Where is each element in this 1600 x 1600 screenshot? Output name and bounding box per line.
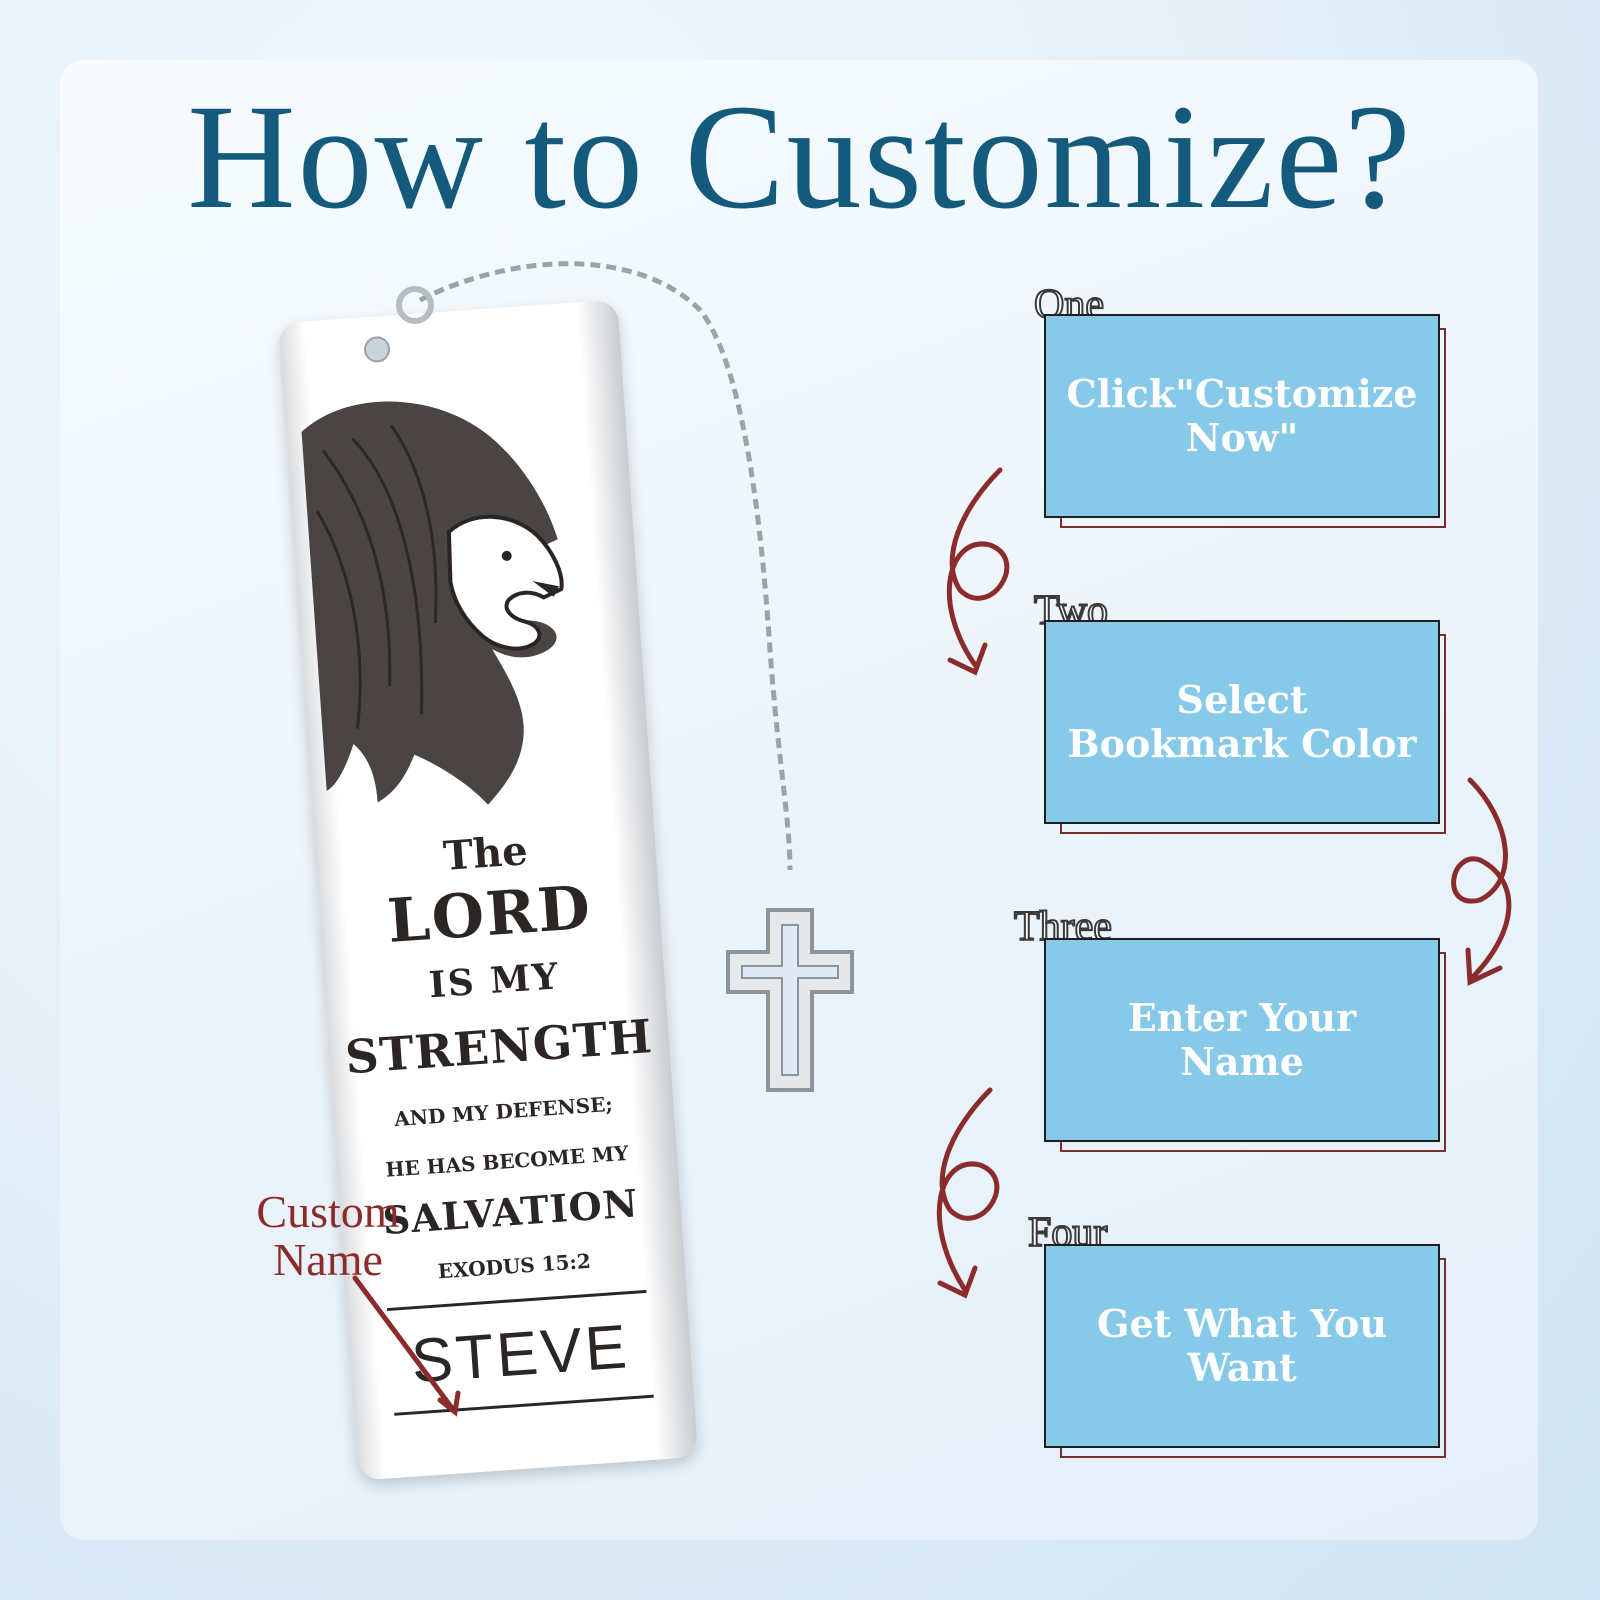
custom-name-label: Custom Name xyxy=(228,1186,428,1286)
step-four-card: Get What You Want xyxy=(1044,1244,1446,1458)
step-two-text: Select Bookmark Color xyxy=(1067,677,1417,766)
step-card-face: Select Bookmark Color xyxy=(1044,620,1440,824)
custom-name-label-line2: Name xyxy=(273,1234,383,1286)
custom-name-label-line1: Custom xyxy=(256,1186,400,1237)
step-two-card: Select Bookmark Color xyxy=(1044,620,1446,834)
step-three-text: Enter Your Name xyxy=(1127,995,1357,1084)
step-card-face: Enter Your Name xyxy=(1044,938,1440,1142)
step-card-face: Click"Customize Now" xyxy=(1044,314,1440,518)
step-card-face: Get What You Want xyxy=(1044,1244,1440,1448)
step-one-card: Click"Customize Now" xyxy=(1044,314,1446,528)
step-four-text: Get What You Want xyxy=(1097,1301,1387,1390)
lion-illustration xyxy=(301,401,564,805)
page-title: How to Customize? xyxy=(187,74,1413,240)
step-three-card: Enter Your Name xyxy=(1044,938,1446,1152)
step-one-text: Click"Customize Now" xyxy=(1066,371,1418,460)
